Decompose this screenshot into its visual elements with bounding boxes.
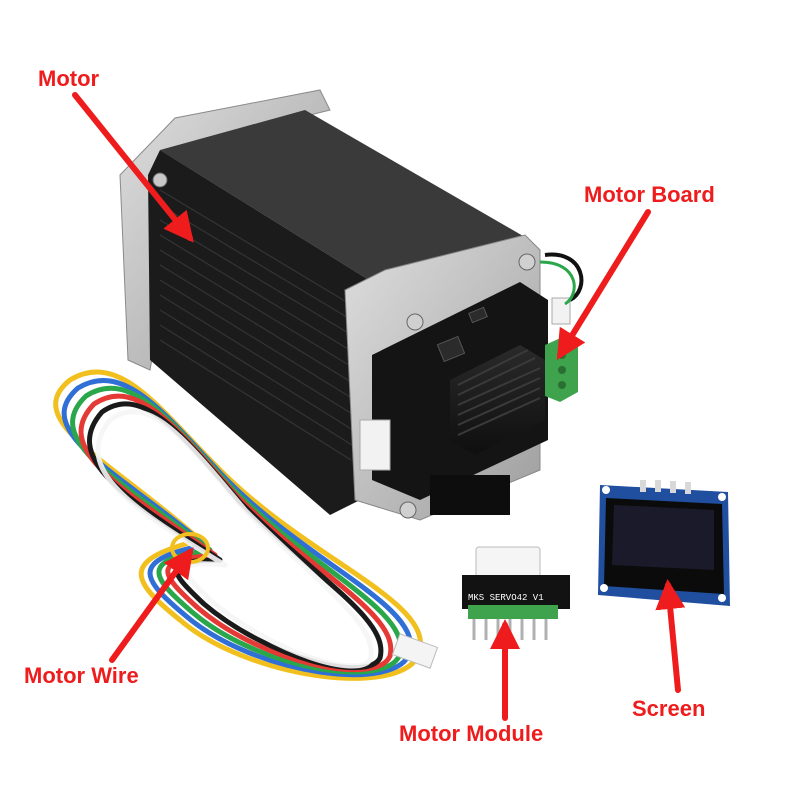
label-motor-module: Motor Module xyxy=(399,721,544,746)
oled-screen xyxy=(598,480,730,606)
motor-module: MKS SERVO42 V1 xyxy=(462,546,570,640)
label-screen: Screen xyxy=(632,696,706,721)
label-motor-board: Motor Board xyxy=(584,182,715,207)
arrow-motor xyxy=(72,92,194,243)
label-motor-wire: Motor Wire xyxy=(24,663,139,688)
motor-board xyxy=(359,252,584,515)
heatsink xyxy=(450,345,545,455)
module-silkscreen: MKS SERVO42 V1 xyxy=(468,593,544,603)
arrow-screen xyxy=(655,579,686,693)
terminal-block xyxy=(545,336,578,402)
arrow-motor-wire xyxy=(109,547,194,663)
callout-arrows xyxy=(72,92,686,721)
arrow-motor-board xyxy=(556,209,651,361)
motor-wire-bundle xyxy=(53,369,439,681)
label-motor: Motor xyxy=(38,66,100,91)
